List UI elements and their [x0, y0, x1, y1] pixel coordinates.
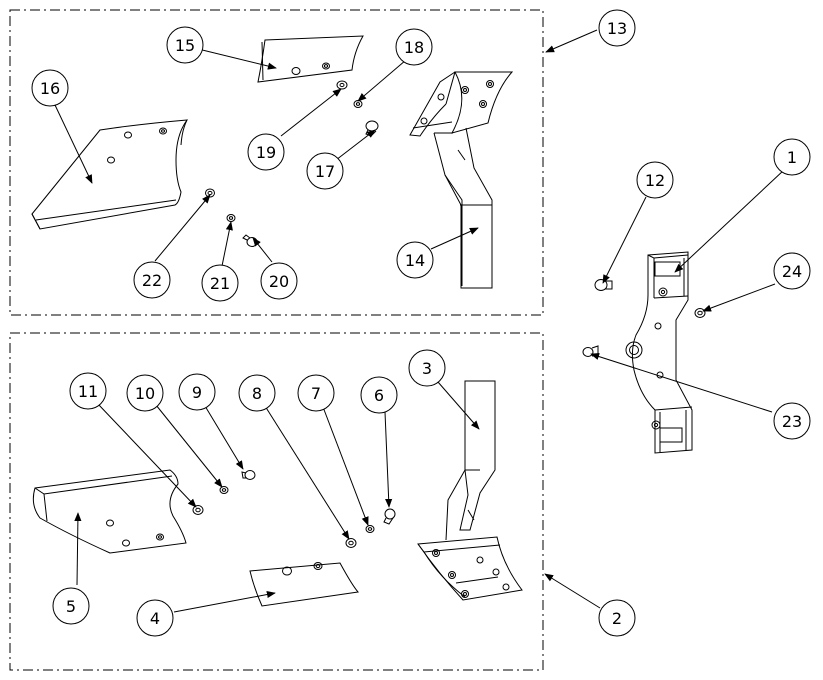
svg-text:1: 1: [787, 148, 797, 167]
svg-text:2: 2: [612, 609, 622, 628]
svg-text:9: 9: [192, 383, 202, 402]
callout-9: 9: [179, 374, 215, 410]
callout-17: 17: [307, 153, 343, 189]
callout-8: 8: [239, 375, 275, 411]
part-23-bolt: [583, 346, 598, 357]
leader-lines: [55, 30, 784, 612]
svg-text:10: 10: [135, 384, 155, 403]
callout-22: 22: [134, 262, 170, 298]
svg-text:7: 7: [311, 384, 321, 403]
part-3-shank: [418, 381, 522, 600]
callout-14: 14: [397, 242, 433, 278]
part-18-washer: [354, 101, 362, 108]
group-box-13: [10, 10, 543, 315]
svg-text:8: 8: [252, 384, 262, 403]
svg-text:12: 12: [645, 171, 665, 190]
part-11-nut: [193, 506, 203, 515]
callout-2: 2: [599, 600, 635, 636]
svg-text:13: 13: [607, 19, 627, 38]
callout-12: 12: [637, 162, 673, 198]
svg-text:15: 15: [175, 36, 195, 55]
svg-text:14: 14: [405, 251, 425, 270]
callout-19: 19: [248, 134, 284, 170]
svg-text:11: 11: [78, 382, 98, 401]
callouts: 13 15 16 18 19 17 14 22 21 20 12 1 24 23…: [32, 10, 810, 636]
part-9-bolt: [242, 471, 255, 480]
part-8-nut: [346, 539, 356, 548]
callout-13: 13: [599, 10, 635, 46]
part-4-plate: [250, 563, 358, 607]
svg-text:20: 20: [269, 272, 289, 291]
part-17-bolt: [366, 121, 378, 136]
svg-text:18: 18: [404, 38, 424, 57]
part-14-shank: [410, 72, 512, 288]
part-7-washer: [366, 526, 374, 533]
callout-1: 1: [774, 139, 810, 175]
svg-text:19: 19: [256, 143, 276, 162]
callout-7: 7: [298, 375, 334, 411]
callout-11: 11: [70, 373, 106, 409]
svg-text:17: 17: [315, 162, 335, 181]
svg-text:24: 24: [782, 262, 802, 281]
callout-6: 6: [361, 377, 397, 413]
callout-24: 24: [774, 253, 810, 289]
part-24-nut: [695, 309, 705, 318]
part-10-washer: [220, 487, 228, 494]
svg-text:6: 6: [374, 386, 384, 405]
callout-18: 18: [396, 29, 432, 65]
part-6-bolt: [384, 509, 395, 524]
callout-20: 20: [261, 263, 297, 299]
callout-16: 16: [32, 70, 68, 106]
part-19-nut: [337, 81, 347, 89]
svg-text:4: 4: [150, 609, 160, 628]
part-1-bracket: [626, 252, 692, 453]
part-15-plate: [258, 36, 363, 82]
part-22-nut: [206, 189, 215, 197]
part-16-blade: [32, 120, 187, 229]
svg-text:23: 23: [782, 412, 802, 431]
callout-4: 4: [137, 600, 173, 636]
callout-10: 10: [127, 375, 163, 411]
svg-text:3: 3: [422, 359, 432, 378]
callout-3: 3: [409, 350, 445, 386]
callout-21: 21: [202, 265, 238, 301]
svg-text:16: 16: [40, 79, 60, 98]
svg-text:5: 5: [66, 597, 76, 616]
part-5-blade: [33, 470, 186, 553]
callout-23: 23: [774, 403, 810, 439]
svg-text:22: 22: [142, 271, 162, 290]
part-21-washer: [227, 215, 235, 222]
callout-15: 15: [167, 27, 203, 63]
callout-5: 5: [53, 588, 89, 624]
group-box-2: [10, 333, 543, 670]
svg-text:21: 21: [210, 274, 230, 293]
